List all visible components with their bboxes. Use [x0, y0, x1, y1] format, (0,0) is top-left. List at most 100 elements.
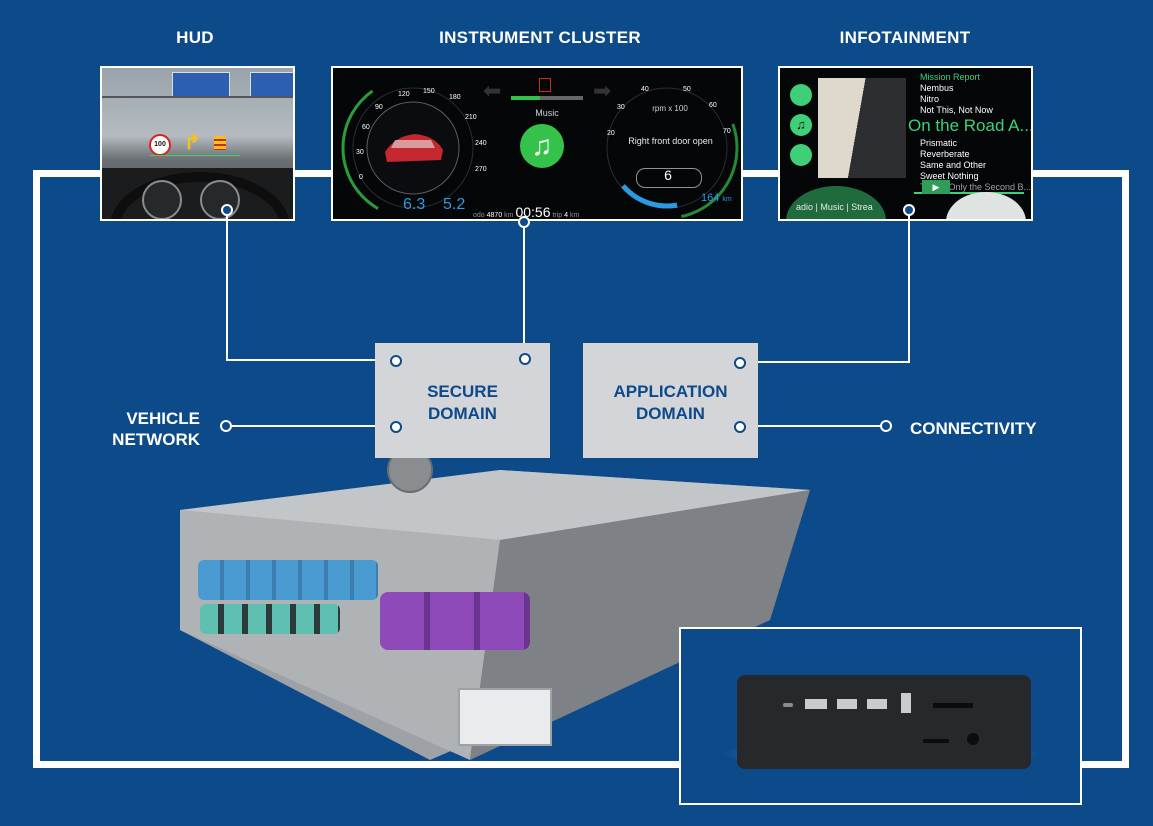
speed-tick-150: 150	[423, 88, 435, 95]
info-song-8[interactable]: This is Only the Second B...	[920, 182, 1032, 192]
secure-dot-bl	[390, 421, 402, 433]
music-note-icon: ♫	[520, 124, 564, 168]
info-song-3[interactable]: Not This, Not Now	[920, 105, 993, 115]
vehicle-network-label: VEHICLE NETWORK	[100, 408, 200, 450]
info-song-2[interactable]: Nitro	[920, 94, 940, 104]
trip-label: trip	[552, 212, 563, 219]
cluster-speed-gauge	[341, 76, 485, 219]
hud-connector-ring	[221, 204, 233, 216]
frame-line-top-right	[1033, 170, 1129, 177]
sd-card-slot-icon	[933, 703, 973, 708]
hud-turn-arrow-icon: ↱	[184, 132, 201, 154]
rpm-tick-70: 70	[723, 128, 731, 135]
cluster-gear-box	[636, 168, 702, 188]
application-domain-line2: DOMAIN	[636, 404, 705, 423]
play-icon[interactable]: ▶	[922, 180, 950, 194]
cluster-rpm-unit: rpm x 100	[652, 104, 688, 113]
line-vehicle-network	[230, 425, 396, 427]
line-hud-across	[226, 359, 396, 361]
info-song-4[interactable]: Prismatic	[920, 138, 958, 148]
cluster-screen: 6.3 5.2 0 30 60 90 120 150 180 210 240 2…	[331, 66, 743, 221]
hud-tacho-gauge	[142, 180, 182, 219]
info-song-5[interactable]: Reverberate	[920, 149, 970, 159]
cluster-consumption-2: 5.2	[443, 196, 466, 213]
frame-line-top-mid2	[740, 170, 780, 177]
info-song-0[interactable]: Mission Report	[920, 72, 981, 82]
info-song-1[interactable]: Nembus	[920, 83, 954, 93]
cluster-range-value: 164	[701, 192, 720, 204]
secure-domain-line1: SECURE	[427, 382, 498, 401]
info-connector-ring	[903, 204, 915, 216]
speed-tick-90: 90	[375, 104, 383, 111]
application-domain-line1: APPLICATION	[613, 382, 728, 401]
audio-jack-icon	[967, 733, 979, 745]
cluster-rpm-gauge	[595, 76, 739, 219]
info-user-icon	[790, 84, 812, 106]
cluster-right-arrow-icon: ➡	[593, 78, 612, 103]
secure-domain-line2: DOMAIN	[428, 404, 497, 423]
ecu-connector-row-purple	[380, 592, 530, 650]
usb-port-icon-2	[867, 699, 887, 709]
speed-tick-60: 60	[362, 124, 370, 131]
info-album-art	[818, 78, 906, 178]
line-info-down	[908, 210, 910, 362]
speed-tick-240: 240	[475, 140, 487, 147]
vehicle-network-line1: VEHICLE	[126, 409, 200, 428]
cluster-consumption: 6.3	[403, 196, 426, 213]
trip-unit: km	[570, 212, 580, 219]
line-info-across	[738, 361, 910, 363]
secure-dot-tl	[390, 355, 402, 367]
cluster-door-message: Right front door open	[628, 136, 713, 146]
usb-port-icon-1	[837, 699, 857, 709]
connectivity-inset-box	[679, 627, 1082, 805]
frame-line-bottom	[33, 761, 1129, 768]
odo-unit: km	[504, 212, 514, 219]
info-source-tabs[interactable]: adio | Music | Strea	[796, 202, 873, 212]
cluster-gear: 6	[664, 167, 672, 183]
cluster-media-progress	[511, 96, 583, 100]
cluster-range-unit: km	[722, 196, 732, 203]
frame-line-top-mid	[293, 170, 333, 177]
usb-vertical-port-icon	[901, 693, 911, 713]
heading-instrument-cluster: INSTRUMENT CLUSTER	[439, 28, 641, 47]
rpm-tick-20: 20	[607, 130, 615, 137]
rpm-tick-40: 40	[641, 86, 649, 93]
speed-tick-210: 210	[465, 114, 477, 121]
heading-infotainment: INFOTAINMENT	[839, 28, 971, 47]
line-cluster-down	[523, 222, 525, 358]
frame-line-right	[1122, 170, 1129, 768]
connectivity-label: CONNECTIVITY	[910, 419, 1037, 438]
info-song-6[interactable]: Same and Other	[920, 160, 987, 170]
infotainment-screen: ♫ Mission Report Nembus Nitro Not This, …	[778, 66, 1033, 221]
ecu-connector-row-blue	[198, 560, 378, 600]
line-hud-down	[226, 210, 228, 360]
frame-line-top-left	[33, 170, 103, 177]
secure-dot-tr	[519, 353, 531, 365]
cluster-bottom-bar: odo 4870 km 00:56 trip 4 km	[473, 204, 623, 219]
connectivity-ring	[880, 420, 892, 432]
info-song-7[interactable]: Sweet Nothing	[920, 171, 979, 181]
rpm-tick-50: 50	[683, 86, 691, 93]
cluster-phone-icon	[539, 78, 551, 92]
speed-tick-180: 180	[449, 94, 461, 101]
info-now-playing[interactable]: On the Road A...	[908, 116, 1033, 135]
connectivity-unit-face	[737, 675, 1031, 769]
odo-value: 4870	[486, 212, 503, 219]
hud-road-sign-2	[250, 72, 293, 98]
cluster-range: 164 km	[701, 192, 732, 204]
hdmi-port-icon	[805, 699, 827, 709]
odo-label: odo	[473, 212, 485, 219]
cluster-media-label: Music	[535, 108, 559, 118]
speed-tick-270: 270	[475, 166, 487, 173]
info-disc-icon	[790, 144, 812, 166]
speed-tick-0: 0	[359, 174, 363, 181]
hud-road-sign	[172, 72, 230, 98]
hud-speed-limit-value: 100	[154, 141, 166, 148]
info-progress-bar	[914, 192, 1024, 194]
info-play-dial[interactable]	[946, 192, 1026, 219]
hud-screen: 100 ↱	[100, 66, 295, 221]
cluster-rpm-ticks: 20 30 40 50 60 70	[595, 70, 741, 219]
hud-sign-gantry	[102, 96, 293, 98]
micro-sd-slot-icon	[923, 739, 949, 743]
frame-line-left	[33, 170, 40, 768]
